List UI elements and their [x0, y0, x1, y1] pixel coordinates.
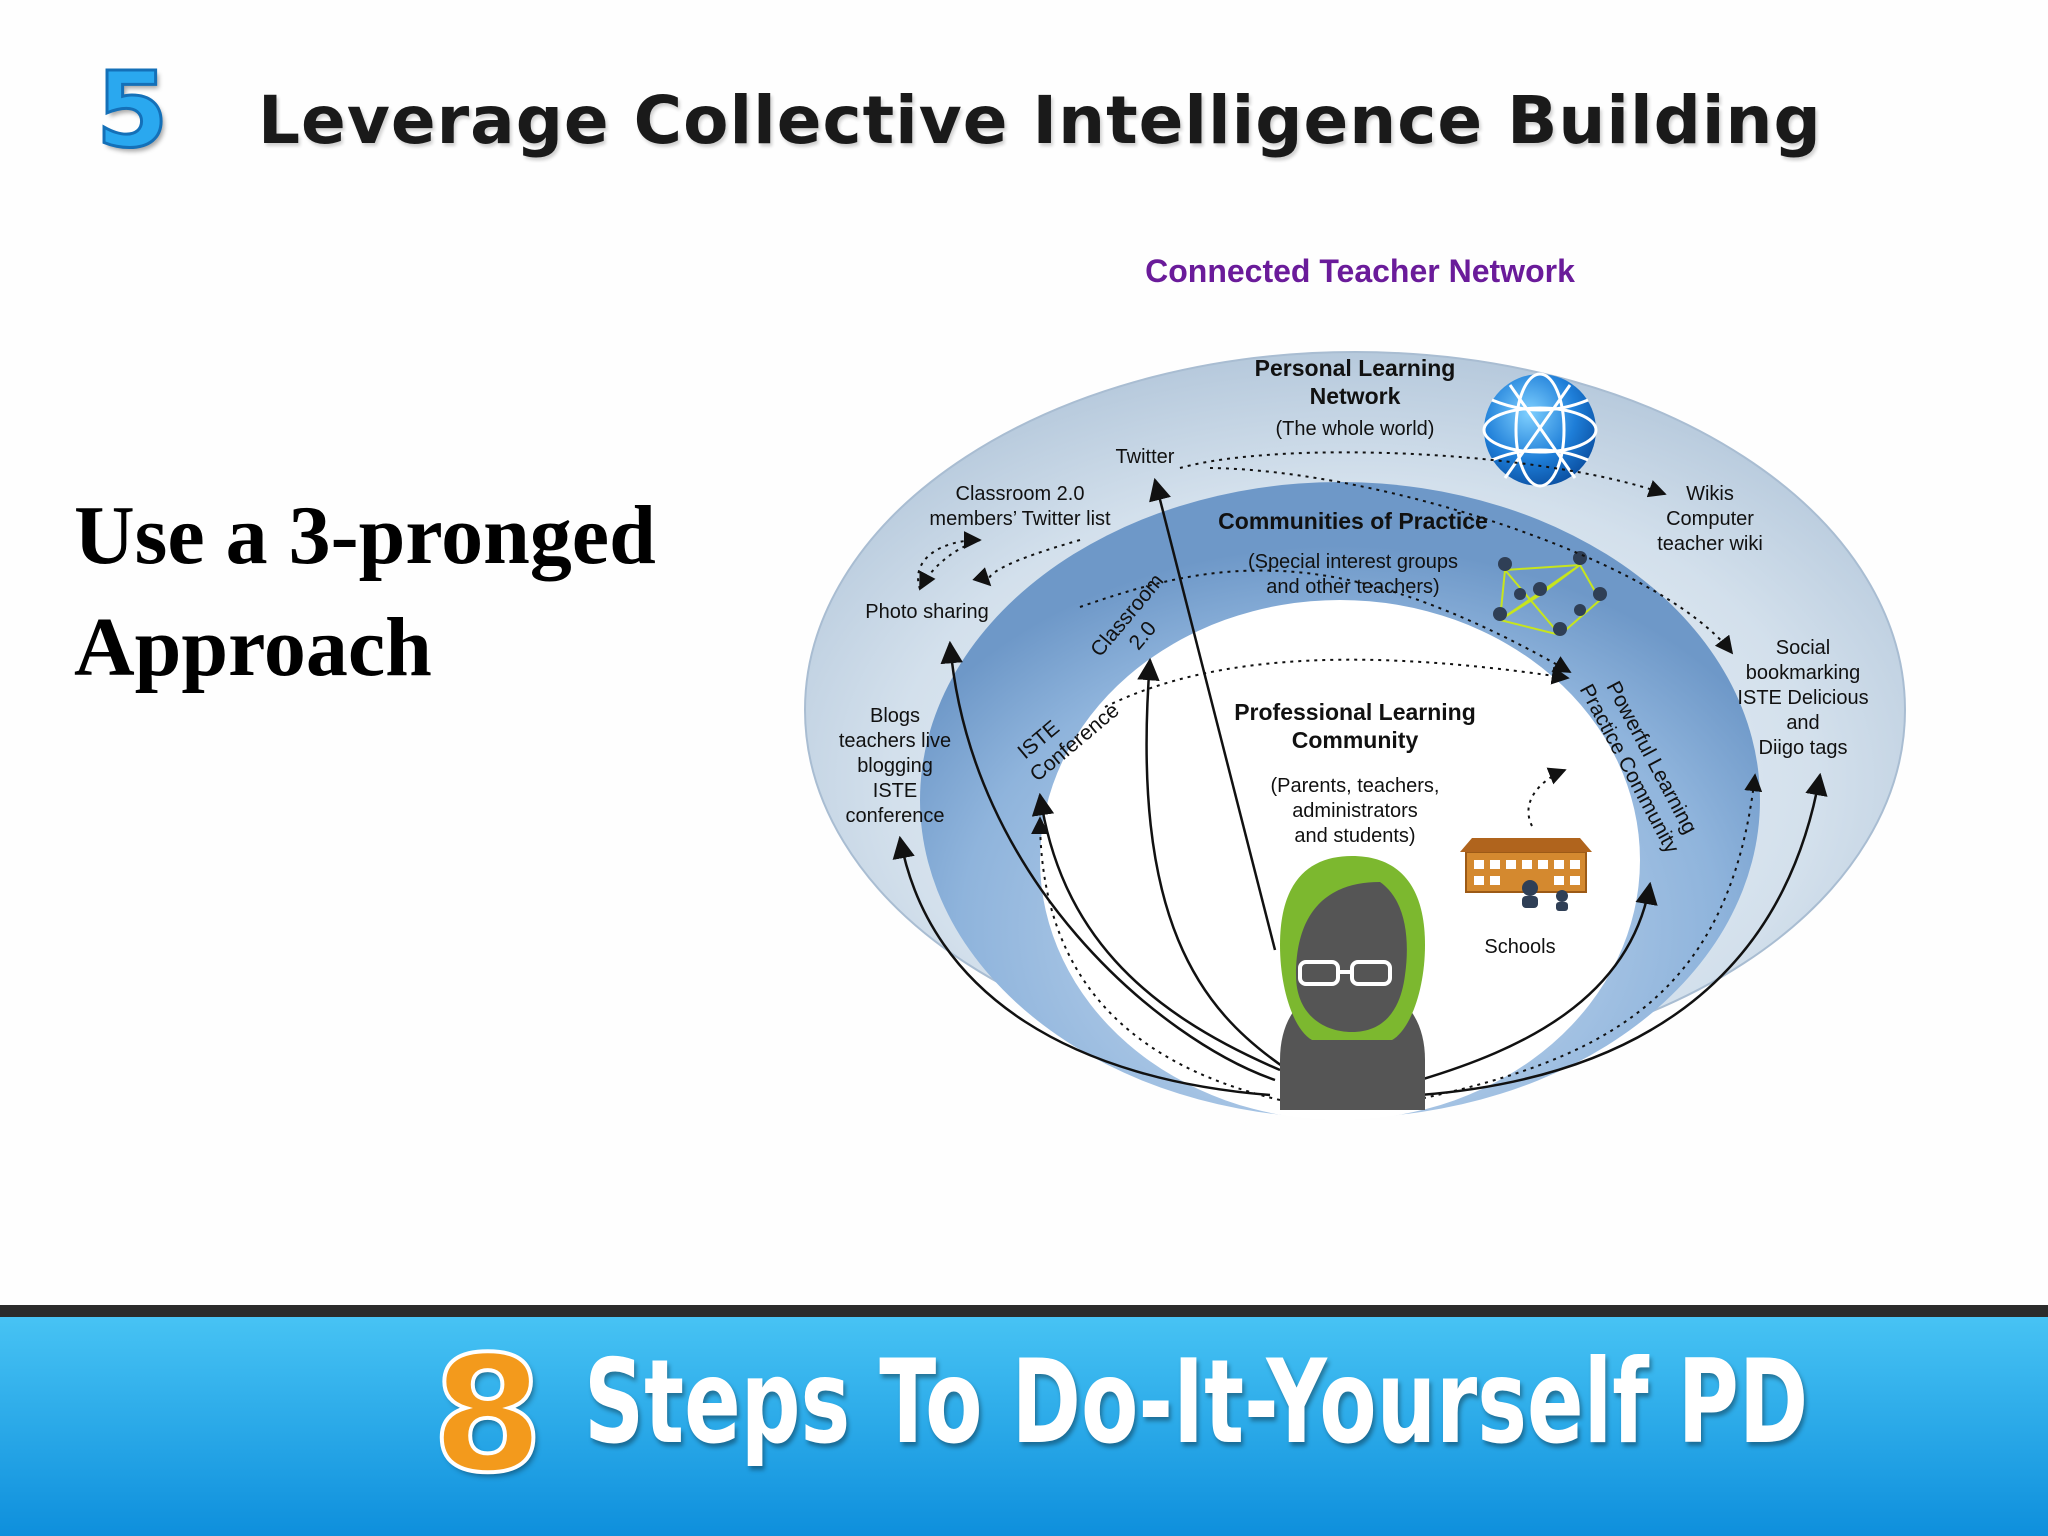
- people-network-icon: [1493, 551, 1607, 637]
- slide-title: Leverage Collective Intelligence Buildin…: [258, 82, 1822, 159]
- footer-title: Steps To Do-It-Yourself PD: [584, 1335, 1809, 1470]
- connected-teacher-network-diagram: Connected Teacher Network Personal Learn…: [780, 240, 1930, 1160]
- footer-divider: [0, 1305, 2048, 1317]
- footer-band: [0, 1317, 2048, 1536]
- teacher-avatar: [1280, 856, 1425, 1110]
- footer-number-badge: 8: [430, 1321, 545, 1508]
- schools-label: Schools: [1484, 936, 1555, 958]
- dotted-connections: [917, 451, 1763, 1101]
- photo-sharing-label: Photo sharing: [865, 601, 988, 623]
- connection-arrows: [892, 477, 1828, 1097]
- slide-subtitle: Use a 3-pronged Approach: [74, 489, 656, 694]
- middle-ring-title: Communities of Practice: [1218, 508, 1488, 534]
- twitter-label: Twitter: [1116, 446, 1175, 468]
- globe-icon: [1482, 372, 1598, 488]
- outer-ring-subtitle: (The whole world): [1276, 418, 1435, 440]
- diagram-title: Connected Teacher Network: [1145, 253, 1575, 289]
- step-number-badge: 5: [94, 49, 169, 171]
- school-building-icon: [1460, 838, 1592, 911]
